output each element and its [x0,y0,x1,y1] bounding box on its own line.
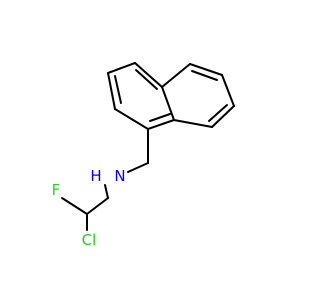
molecule-structure: N H F Cl [52,62,235,249]
double-bond-c4-c4a [135,69,158,90]
bond-c4a-c8a [161,86,175,121]
bond-c8-c8a [173,119,213,128]
hydrogen-label: H [90,167,101,185]
double-bond-c5-c6 [191,70,218,81]
bond-c8a-c1 [147,119,175,130]
side-chain [61,128,149,231]
bond-chf-f [61,197,88,215]
chlorine-label: Cl [82,231,97,249]
bond-ch2-n [127,162,149,173]
bond-n-ch2 [104,184,109,199]
bond-c4a-c5 [161,63,191,88]
fluorine-label: F [52,181,61,199]
bond-c5-c6 [189,63,223,76]
bond-c2-c3 [107,72,116,110]
bond-c4-c4a [134,62,163,88]
bond-c7-c8 [211,105,235,128]
bond-ch2-chf [86,197,109,215]
bond-c1-c2 [114,108,149,130]
naphthalene-right-ring [161,63,235,128]
bond-c3-c4 [107,62,136,74]
double-bond-c2-c3 [114,75,122,104]
nitrogen-label: N [114,167,125,185]
double-bond-c7-c8 [208,104,228,122]
bond-c6-c7 [221,74,235,107]
naphthalene-left-ring [107,62,175,130]
double-bond-c8a-c1 [149,113,171,122]
